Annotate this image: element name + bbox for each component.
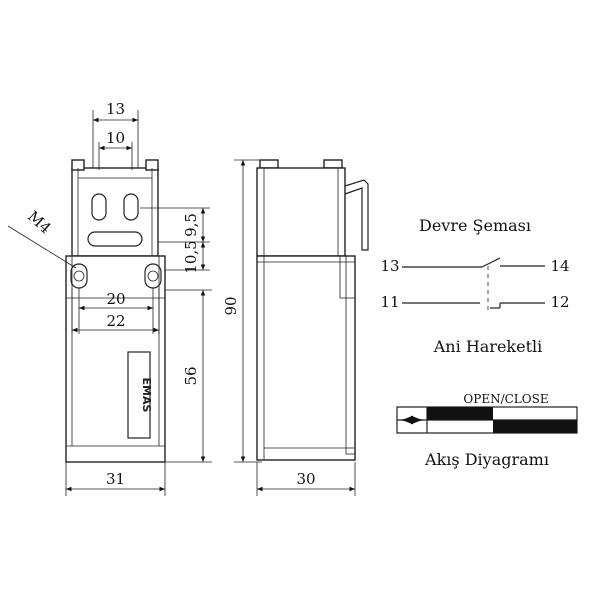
terminal-13: 13 (380, 257, 399, 275)
side-head (256, 167, 346, 257)
circuit-caption: Ani Hareketli (433, 337, 543, 356)
front-view: EMAS 13 10 M4 9,5 10,5 (7, 100, 212, 496)
side-body (256, 255, 356, 461)
flow-caption: Akış Diyagramı (424, 450, 549, 469)
front-slot-left (91, 193, 107, 221)
circuit-diagram: Devre Şeması 13 14 11 12 Ani Hareketli (380, 216, 569, 356)
terminal-12: 12 (550, 293, 569, 311)
side-view: 90 30 (222, 159, 369, 496)
emas-logo: EMAS (127, 351, 153, 439)
front-slot-right (123, 193, 139, 221)
front-key-slot (87, 231, 143, 247)
flow-header: OPEN/CLOSE (463, 392, 548, 406)
dim-width: 31 (106, 470, 125, 488)
front-head (71, 167, 159, 257)
dim-vert-upper: 9,5 (182, 213, 200, 237)
terminal-11: 11 (380, 293, 399, 311)
dim-top-inner: 10 (106, 129, 125, 147)
terminal-14: 14 (550, 257, 569, 275)
dim-hole-spacing-outer: 22 (106, 312, 125, 330)
flow-bar-open (427, 407, 493, 420)
dim-height-body: 56 (182, 366, 200, 385)
side-actuator (344, 179, 369, 251)
dim-thread: M4 (24, 207, 55, 237)
dim-top-outer: 13 (106, 100, 125, 118)
dim-depth: 30 (296, 470, 315, 488)
dim-vert-lower: 10,5 (182, 240, 200, 273)
flow-diagram: OPEN/CLOSE Akış Diyagramı (396, 392, 578, 469)
dim-height-total: 90 (222, 296, 240, 315)
logo-text: EMAS (140, 378, 153, 413)
flow-bar-close (493, 420, 577, 433)
circuit-title: Devre Şeması (419, 216, 531, 235)
dim-hole-spacing-inner: 20 (106, 290, 125, 308)
